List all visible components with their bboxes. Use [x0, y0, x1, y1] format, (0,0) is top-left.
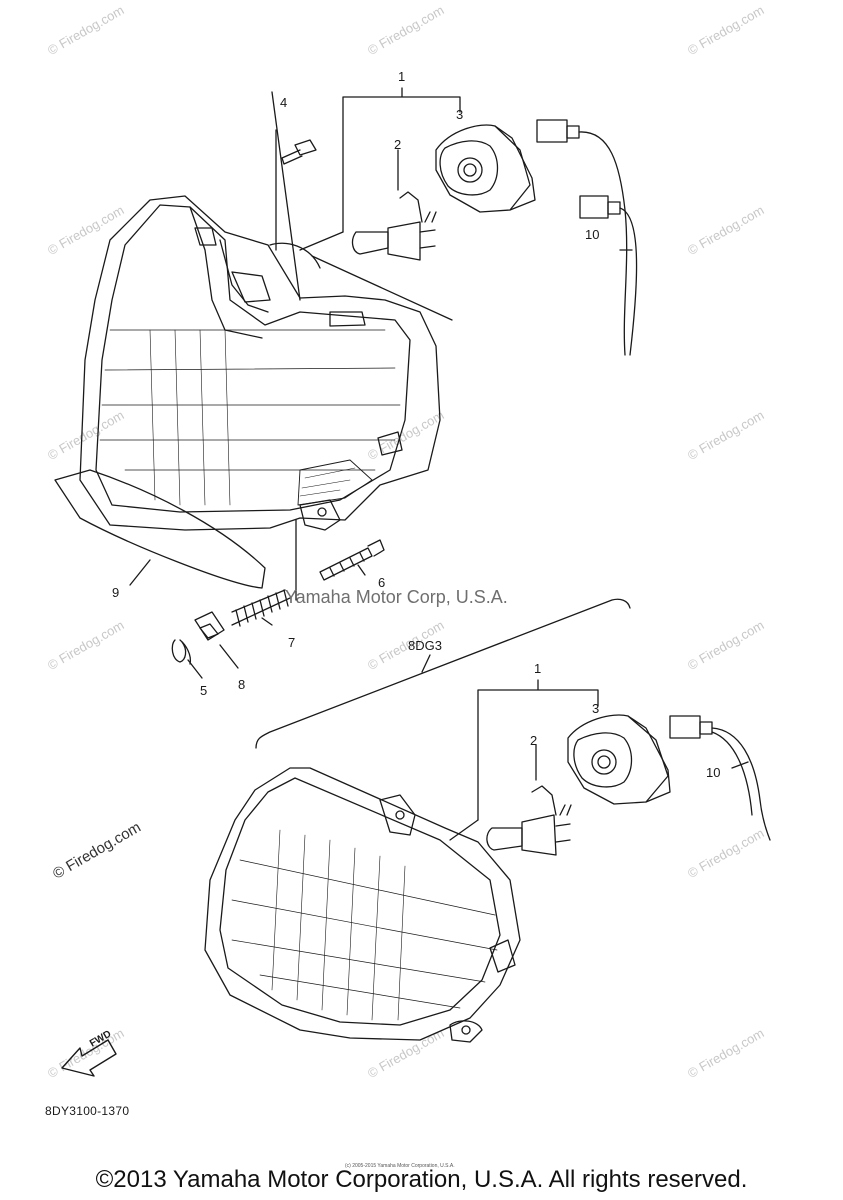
callout-3-bottom: 3 [592, 701, 600, 716]
socket-cover-bottom [567, 714, 671, 805]
callout-10-bottom: 10 [706, 765, 721, 780]
nut [194, 611, 225, 641]
rubber-strip [54, 469, 266, 589]
headlight-housing-bottom [204, 767, 521, 1043]
headlight-housing-top [79, 195, 441, 531]
socket-cover-top [435, 124, 536, 213]
callout-1-bottom: 1 [534, 661, 542, 676]
callout-1-top: 1 [398, 69, 406, 84]
leader-lines-bottom [449, 679, 749, 841]
callout-2-top: 2 [394, 137, 402, 152]
copyright-mark: Yamaha Motor Corp, U.S.A. [285, 587, 508, 607]
callout-2-bottom: 2 [530, 733, 538, 748]
callout-5: 5 [200, 683, 208, 698]
bulb-bottom [486, 785, 572, 856]
adjust-spring [231, 589, 291, 627]
screw-top [281, 139, 317, 165]
callout-7: 7 [288, 635, 296, 650]
callout-9: 9 [112, 585, 120, 600]
wire-harness-top [536, 119, 638, 356]
fwd-arrow-icon [61, 1039, 117, 1077]
callout-8: 8 [238, 677, 246, 692]
callout-4: 4 [280, 95, 288, 110]
tiny-copyright-note: (c) 2005-2015 Yamaha Motor Corporation, … [345, 1163, 455, 1169]
callout-3-top: 3 [456, 107, 464, 122]
diagram-code: 8DY3100-1370 [45, 1104, 130, 1118]
footer-copyright: ©2013 Yamaha Motor Corporation, U.S.A. A… [95, 1166, 748, 1193]
callout-10-top: 10 [585, 227, 600, 242]
adjust-screw [319, 539, 385, 581]
bulb-top [351, 191, 437, 261]
variant-label: 8DG3 [408, 638, 442, 653]
wire-harness-bottom [669, 715, 771, 841]
variant-bracket [255, 598, 631, 749]
callout-6: 6 [378, 575, 386, 590]
clip [171, 639, 192, 665]
